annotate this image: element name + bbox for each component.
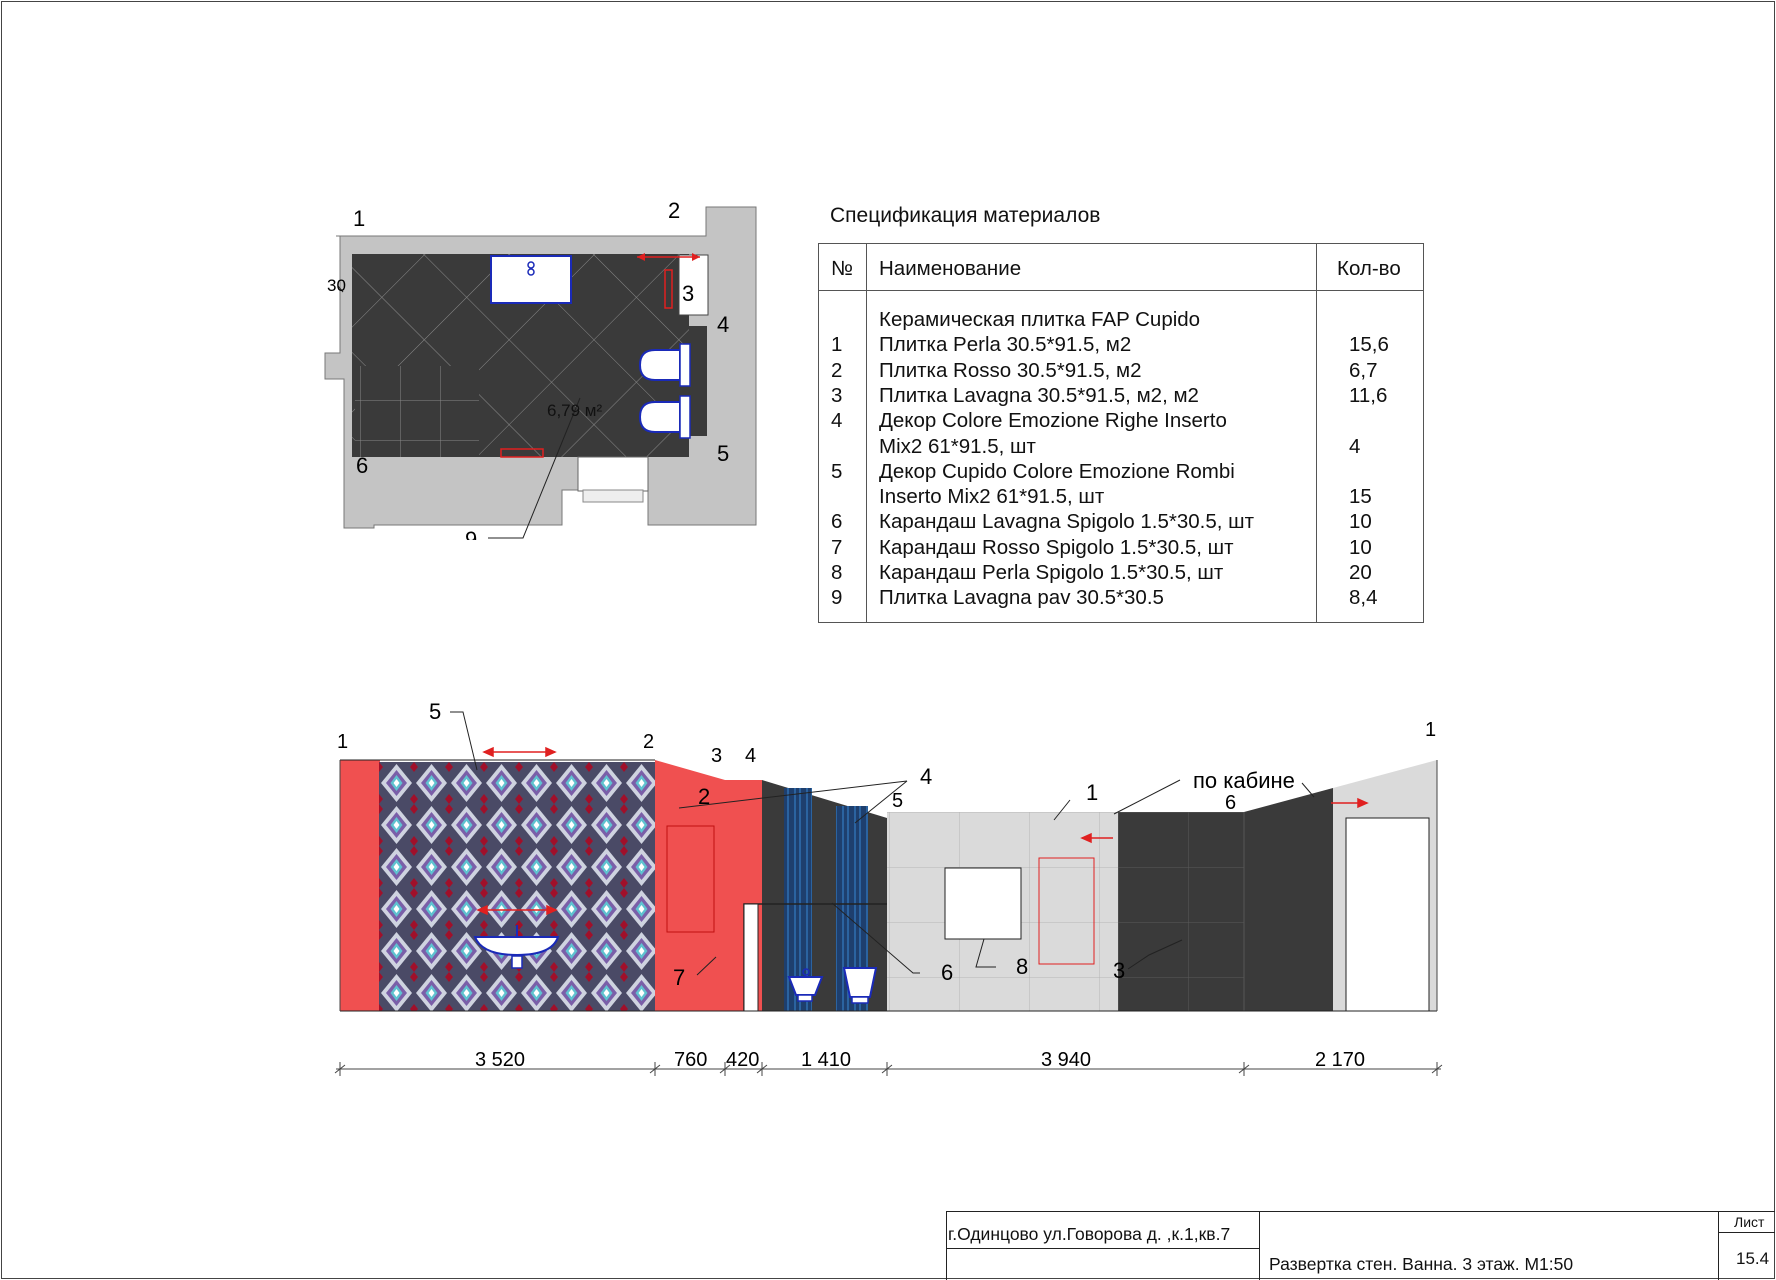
elev-sink-icon [473, 925, 560, 969]
spec-row-qty: 10 [1349, 535, 1372, 559]
elev-callout-6: 6 [941, 960, 953, 985]
spec-row-name: Декор Colore Emozione Righe Inserto [879, 409, 1227, 433]
plan-callout-2: 2 [668, 200, 680, 223]
spec-title: Спецификация материалов [830, 204, 1101, 227]
spec-row-name: Плитка Perla 30.5*91.5, м2 [879, 333, 1132, 357]
spec-row-name: Декор Cupido Colore Emozione Rombi [879, 459, 1235, 483]
elev-toilet-icon [842, 967, 878, 1004]
plan-dim-30: 30 [327, 276, 346, 295]
spec-row-name: Карандаш Lavagna Spigolo 1.5*30.5, шт [879, 510, 1255, 534]
floor-plan: 6,79 м² 30 1 2 3 4 5 6 9 [324, 200, 757, 540]
elev-wall-lavagna-2 [1244, 788, 1333, 1011]
plan-callout-1: 1 [353, 206, 365, 231]
spec-row-qty: 6,7 [1349, 358, 1378, 382]
plan-toilet-icon [638, 343, 691, 387]
elev-wall-2 [655, 760, 725, 1011]
spec-header-num: № [831, 257, 853, 280]
tb-sheet-title: Развертка стен. Ванна. 3 этаж. М1:50 [1269, 1254, 1574, 1274]
spec-table: № Наименование Кол-во Керамическая плитк… [818, 243, 1424, 623]
plan-door [577, 456, 649, 492]
elev-callout-5b: 5 [892, 790, 903, 812]
wall-elevation: 1 2 3 4 1 5 2 4 5 1 по кабине 6 7 6 8 3 … [334, 700, 1443, 1076]
elev-callout-7: 7 [673, 965, 685, 990]
elev-callout-2: 2 [698, 784, 710, 809]
elev-corner-4: 4 [745, 745, 756, 767]
plan-sink-icon [490, 255, 572, 304]
spec-row-qty: 15,6 [1349, 333, 1389, 357]
spec-row-qty: 20 [1349, 561, 1372, 584]
spec-row-name: Плитка Rosso 30.5*91.5, м2 [879, 358, 1142, 382]
elev-callout-6-top: 6 [1225, 792, 1236, 814]
spec-row-num: 8 [831, 561, 843, 584]
elev-door [1345, 817, 1430, 1012]
elev-rosso-strip [340, 760, 380, 1011]
tb-address: г.Одинцово ул.Говорова д. ,к.1,кв.7 [948, 1224, 1231, 1244]
elev-callout-3: 3 [1113, 958, 1125, 983]
elev-callout-8: 8 [1016, 954, 1028, 979]
plan-area-label: 6,79 м² [547, 401, 602, 420]
plan-shower-area [355, 366, 479, 457]
spec-row-name: Mix2 61*91.5, шт [879, 434, 1036, 458]
elev-niche [944, 867, 1022, 940]
spec-row-num: 1 [831, 333, 843, 357]
spec-row-name: Керамическая плитка FAP Cupido [879, 308, 1201, 331]
tb-sheet-label: Лист [1734, 1214, 1765, 1230]
spec-row-name: Inserto Mix2 61*91.5, шт [879, 485, 1105, 509]
spec-header-name: Наименование [879, 257, 1022, 280]
dim-420: 420 [726, 1049, 759, 1071]
spec-header-qty: Кол-во [1337, 257, 1401, 280]
spec-row-qty: 8,4 [1349, 586, 1378, 610]
elev-callout-cabin: по кабине [1193, 768, 1295, 793]
title-block: г.Одинцово ул.Говорова д. ,к.1,кв.7 Разв… [946, 1211, 1775, 1280]
spec-row-name: Плитка Lavagna 30.5*91.5, м2, м2 [879, 383, 1199, 407]
plan-callout-3: 3 [682, 281, 694, 306]
plan-bidet-icon [638, 395, 691, 439]
dim-3940: 3 940 [1041, 1049, 1091, 1071]
elev-wall-lavagna-1 [1118, 812, 1244, 1011]
elev-rombi-decor [379, 762, 655, 1011]
spec-row-qty: 4 [1349, 434, 1361, 458]
dim-3520: 3 520 [475, 1049, 525, 1071]
elev-callout-4: 4 [920, 764, 932, 789]
elev-corner-2: 2 [643, 731, 654, 753]
elev-corner-3: 3 [711, 745, 722, 767]
spec-row-qty: 10 [1349, 510, 1372, 534]
tb-sheet-number: 15.4 [1736, 1249, 1770, 1268]
spec-row-qty: 15 [1349, 485, 1372, 509]
elev-callout-1: 1 [1086, 780, 1098, 805]
spec-row-num: 2 [831, 358, 843, 382]
spec-row-num: 4 [831, 409, 843, 433]
plan-callout-6: 6 [356, 453, 368, 478]
elev-corner-1-end: 1 [1425, 719, 1436, 741]
dim-760: 760 [674, 1049, 707, 1071]
elev-bidet-icon [787, 968, 824, 1002]
spec-row-qty: 11,6 [1349, 383, 1388, 407]
spec-row-name: Плитка Lavagna pav 30.5*30.5 [879, 586, 1164, 610]
dim-1410: 1 410 [801, 1049, 851, 1071]
spec-row-num: 3 [831, 383, 843, 407]
dim-2170: 2 170 [1315, 1049, 1365, 1071]
spec-row-num: 9 [831, 586, 843, 610]
elev-callout-5: 5 [429, 700, 441, 724]
spec-row-name: Карандаш Rosso Spigolo 1.5*30.5, шт [879, 535, 1234, 559]
plan-callout-4: 4 [717, 312, 729, 337]
elev-corner-1: 1 [337, 731, 348, 753]
spec-row-num: 5 [831, 459, 843, 483]
elev-righe-decor-1 [784, 788, 812, 1011]
plan-callout-9: 9 [465, 527, 477, 540]
spec-row-name: Карандаш Perla Spigolo 1.5*30.5, шт [879, 561, 1224, 584]
plan-callout-5: 5 [717, 441, 729, 466]
spec-row-num: 6 [831, 510, 843, 534]
spec-row-num: 7 [831, 535, 843, 559]
